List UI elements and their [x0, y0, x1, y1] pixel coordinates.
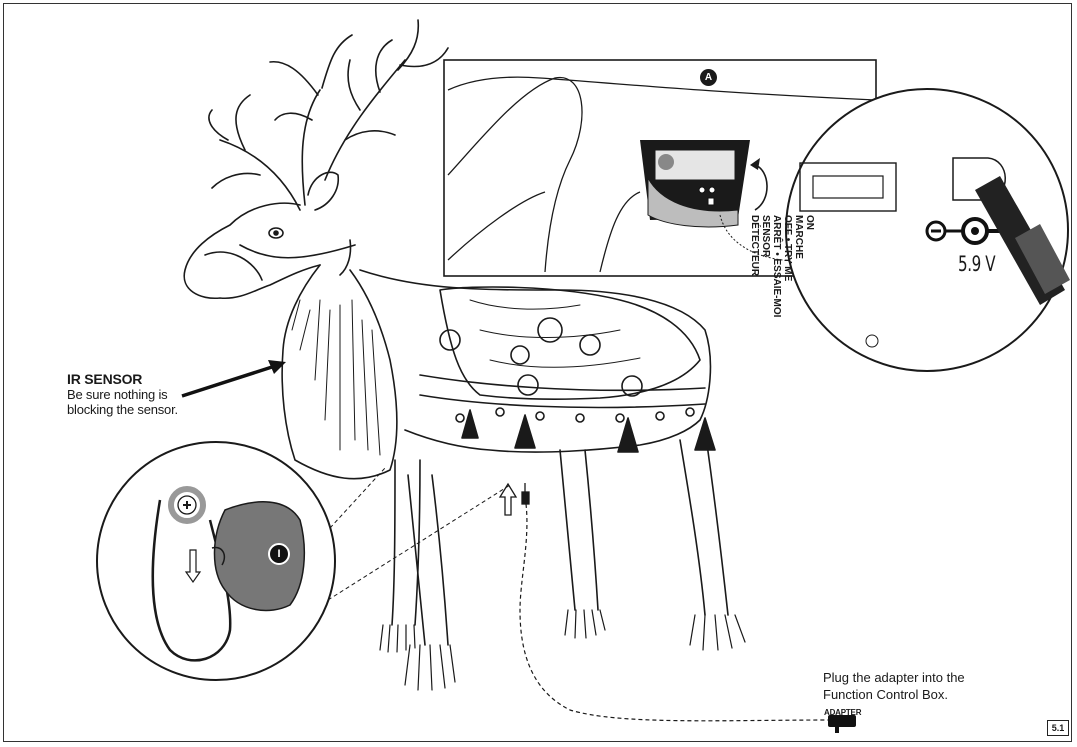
switch-label-off-tryme: OFF • TRY ME	[782, 215, 793, 282]
function-control-box	[640, 140, 750, 228]
ir-sensor-line2: blocking the sensor.	[67, 402, 178, 417]
voltage-label: 5.9 V	[958, 252, 996, 276]
reindeer-head	[183, 202, 321, 300]
bridle-strap	[204, 239, 356, 281]
front-leg-right	[407, 474, 449, 646]
ir-sensor-title: IR SENSOR	[67, 371, 143, 387]
screw-detail-circle	[96, 441, 511, 681]
hooves	[379, 609, 746, 691]
antler-right	[324, 19, 449, 181]
ir-sensor-line1: Be sure nothing is	[67, 387, 168, 402]
switch-detail-circle	[785, 88, 1070, 372]
dc-jack-icon	[925, 157, 1070, 305]
adapter-note-line1: Plug the adapter into the	[823, 670, 965, 685]
harness-bells	[455, 407, 695, 423]
switch-labels: ON MARCHE OFF • TRY ME ARRÊT • ESSAIE-MO…	[749, 215, 815, 317]
hind-leg-left	[559, 449, 599, 611]
adapter-note: Plug the adapter into the Function Contr…	[823, 669, 1023, 703]
hind-leg-right	[679, 429, 729, 616]
antler-left	[208, 34, 353, 211]
adapter-plug-icon	[828, 715, 856, 733]
switch-label-detecteur: DÉTECTEUR	[749, 215, 760, 277]
page-number: 5.1	[1047, 720, 1069, 736]
switch-label-arret: ARRÊT • ESSAIE-MOI	[771, 215, 782, 318]
switch-label-marche: MARCHE	[793, 215, 804, 259]
reindeer-ear	[307, 171, 340, 211]
reindeer-eye	[268, 227, 284, 239]
adapter-note-line2: Function Control Box.	[823, 687, 949, 702]
inset-marker-a: A	[700, 69, 717, 86]
front-leg-left	[391, 459, 421, 626]
adapter-tag: ADAPTER	[824, 708, 862, 717]
ir-sensor-pointer	[181, 360, 286, 398]
saddle-blanket	[439, 286, 701, 401]
switch-label-sensor: SENSOR	[760, 215, 771, 258]
harness-rosette	[439, 329, 461, 351]
adapter-cord	[519, 503, 833, 722]
reindeer-mane	[281, 264, 398, 480]
plug-up-arrow	[498, 482, 530, 516]
battery-cover	[213, 501, 306, 612]
page-frame	[3, 3, 1072, 742]
harness-band	[419, 374, 706, 409]
down-arrow-icon	[184, 549, 202, 584]
reindeer-body	[359, 269, 712, 453]
detail-marker-one: I	[268, 543, 290, 565]
switch-label-on: ON	[804, 215, 815, 230]
ir-sensor-callout: IR SENSOR Be sure nothing is blocking th…	[67, 371, 287, 418]
